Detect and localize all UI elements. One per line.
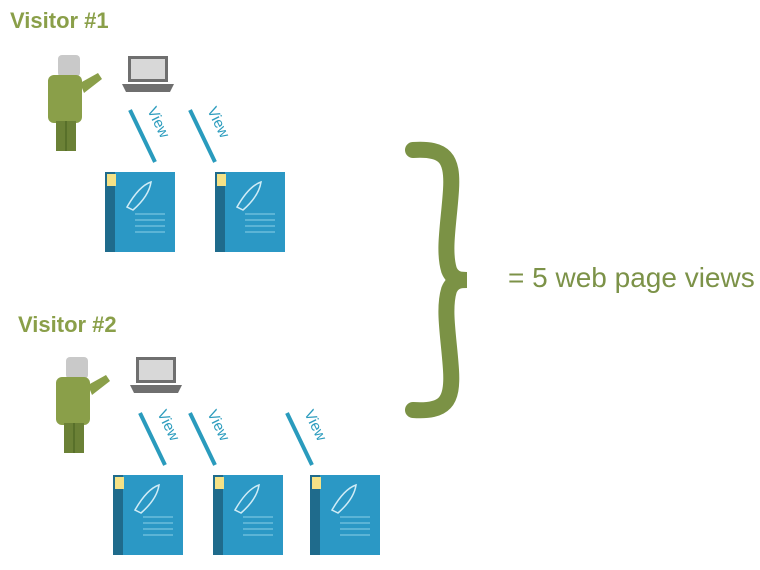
view-arrow: View	[188, 407, 233, 466]
laptop-icon	[122, 56, 174, 92]
view-label: View	[153, 407, 182, 444]
view-label: View	[143, 104, 172, 141]
curly-brace	[405, 141, 468, 419]
visitor-2-title: Visitor #2	[18, 312, 117, 337]
person-icon	[48, 55, 102, 151]
view-arrow: View	[128, 104, 173, 163]
web-page-icon	[310, 475, 380, 555]
view-label: View	[300, 407, 329, 444]
person-icon	[56, 357, 110, 453]
web-page-icon	[213, 475, 283, 555]
laptop-icon	[130, 357, 182, 393]
web-page-icon	[113, 475, 183, 555]
view-arrow: View	[188, 104, 233, 163]
view-label: View	[203, 407, 232, 444]
web-page-icon	[215, 172, 285, 252]
visitor-1-title: Visitor #1	[10, 8, 109, 33]
view-arrow: View	[138, 407, 183, 466]
view-label: View	[203, 104, 232, 141]
page-views-total: = 5 web page views	[508, 262, 755, 293]
view-arrow: View	[285, 407, 330, 466]
web-page-icon	[105, 172, 175, 252]
